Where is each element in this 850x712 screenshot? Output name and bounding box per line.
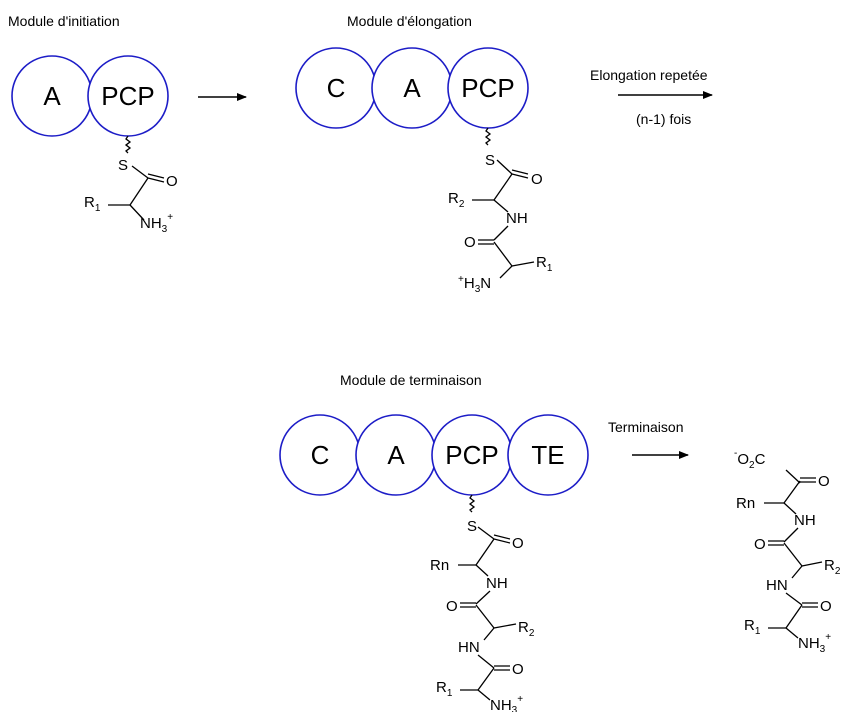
terminal-amine-bond: [499, 265, 513, 279]
oxygen-atom: O: [818, 473, 830, 490]
amide-nh: NH: [794, 512, 816, 529]
amine-bond: [129, 204, 145, 221]
rn-group: Rn: [736, 495, 755, 512]
second-amide-double-bond: [494, 665, 510, 671]
domain-circle-te: [507, 414, 589, 496]
r1-group: R1: [744, 617, 761, 637]
elongation-module: Module d'élongation C A PCP S O R2 NH O …: [295, 13, 553, 295]
ammonium-group: NH3+: [140, 212, 173, 235]
released-peptide: -O2C O Rn NH O R2 HN O R1 NH3+: [734, 448, 841, 655]
amide-n-bond: [475, 564, 489, 577]
r1-bond: [511, 261, 535, 267]
r2-group: R2: [448, 190, 465, 210]
wavy-attachment-bond: [468, 494, 476, 513]
elongation-substrate: S O R2 NH O R1 +H3N: [448, 127, 553, 295]
alpha-carbon-bond: [129, 177, 149, 206]
amide-carbonyl-bond: [783, 527, 799, 543]
r1-group: R1: [84, 194, 101, 214]
carbonyl-double-bond: [147, 173, 165, 183]
alpha-carbon-3-bond: [477, 667, 495, 691]
alpha-carbon-bond: [783, 480, 801, 504]
second-amide-oxygen: O: [512, 661, 524, 678]
domain-label-te: TE: [531, 440, 564, 470]
alpha-carbon-bond: [475, 538, 495, 566]
second-amide-carbonyl-bond: [477, 654, 495, 669]
domain-label-a: A: [387, 440, 405, 470]
second-amide-n-bond: [483, 627, 495, 641]
second-amide-carbonyl-bond: [785, 592, 803, 606]
termination-substrate: S O Rn NH O R2 HN O R1 NH3+: [430, 494, 535, 712]
thioester-bond: [496, 159, 513, 175]
alpha-carbon-2-bond: [783, 542, 803, 567]
terminal-amine-bond: [477, 689, 491, 701]
domain-label-a: A: [43, 81, 61, 111]
carbonyl-double-bond: [800, 477, 816, 483]
r2-bond: [801, 561, 823, 567]
termination-module: Module de terminaison C A PCP TE S O Rn …: [279, 372, 589, 712]
second-amide-oxygen: O: [820, 598, 832, 615]
r2-group: R2: [518, 619, 535, 639]
elongation-module-title: Module d'élongation: [347, 13, 472, 29]
domain-label-c: C: [327, 73, 346, 103]
amide-nh: NH: [506, 210, 528, 227]
initiation-module: Module d'initiation A PCP S O R1 NH3+: [8, 13, 178, 235]
amide-double-bond: [460, 602, 476, 608]
second-amide-hn: HN: [458, 639, 480, 656]
wavy-attachment-bond: [484, 127, 492, 146]
ammonium-group: NH3+: [490, 694, 523, 712]
domain-label-a: A: [403, 73, 421, 103]
amide-double-bond: [768, 540, 784, 546]
sulfur-atom: S: [118, 157, 128, 174]
thioester-bond: [477, 526, 495, 540]
rn-group: Rn: [430, 557, 449, 574]
sulfur-atom: S: [485, 152, 495, 169]
r2-group: R2: [824, 557, 841, 577]
elongation-repeat-arrow-group: Elongation repetée (n-1) fois: [590, 67, 713, 127]
domain-label-pcp: PCP: [445, 440, 498, 470]
oxygen-atom: O: [531, 171, 543, 188]
thioester-bond: [131, 165, 149, 179]
amide-nh: NH: [486, 575, 508, 592]
ammonium-group: +H3N: [458, 274, 491, 295]
amide-carbonyl-bond: [493, 225, 509, 241]
elongation-repeat-label: Elongation repetée: [590, 67, 708, 83]
r2-bond: [493, 623, 517, 629]
r1-group: R1: [436, 679, 453, 699]
carboxylate-group: -O2C: [734, 448, 766, 471]
elongation-repeat-count: (n-1) fois: [636, 111, 691, 127]
amide-carbonyl-bond: [475, 590, 491, 605]
r1-group: R1: [536, 254, 553, 274]
terminal-amine-bond: [785, 627, 799, 639]
amide-oxygen: O: [754, 536, 766, 553]
carbonyl-double-bond: [493, 534, 511, 544]
sulfur-atom: S: [467, 518, 477, 535]
termination-label: Terminaison: [608, 419, 683, 435]
oxygen-atom: O: [166, 173, 178, 190]
domain-label-c: C: [311, 440, 330, 470]
oxygen-atom: O: [512, 535, 524, 552]
second-amide-n-bond: [791, 565, 803, 579]
alpha-carbon-3-bond: [785, 604, 803, 629]
second-amide-hn: HN: [766, 577, 788, 594]
termination-arrow-group: Terminaison: [608, 419, 689, 459]
carboxylate-bond: [785, 469, 801, 484]
ammonium-group: NH3+: [798, 632, 831, 655]
wavy-attachment-bond: [124, 135, 132, 154]
alpha-carbon-2-bond: [493, 241, 513, 267]
carbonyl-double-bond: [511, 169, 529, 179]
domain-label-pcp: PCP: [461, 73, 514, 103]
domain-label-pcp: PCP: [101, 81, 154, 111]
termination-module-title: Module de terminaison: [340, 372, 482, 388]
initiation-module-title: Module d'initiation: [8, 13, 120, 29]
second-amide-double-bond: [802, 602, 818, 608]
amide-n-bond: [493, 199, 509, 213]
alpha-carbon-bond: [493, 173, 513, 201]
amide-n-bond: [783, 502, 797, 515]
amide-oxygen: O: [464, 234, 476, 251]
amide-double-bond: [478, 239, 494, 245]
initiation-substrate: S O R1 NH3+: [84, 135, 178, 235]
alpha-carbon-2-bond: [475, 604, 495, 629]
amide-oxygen: O: [446, 598, 458, 615]
